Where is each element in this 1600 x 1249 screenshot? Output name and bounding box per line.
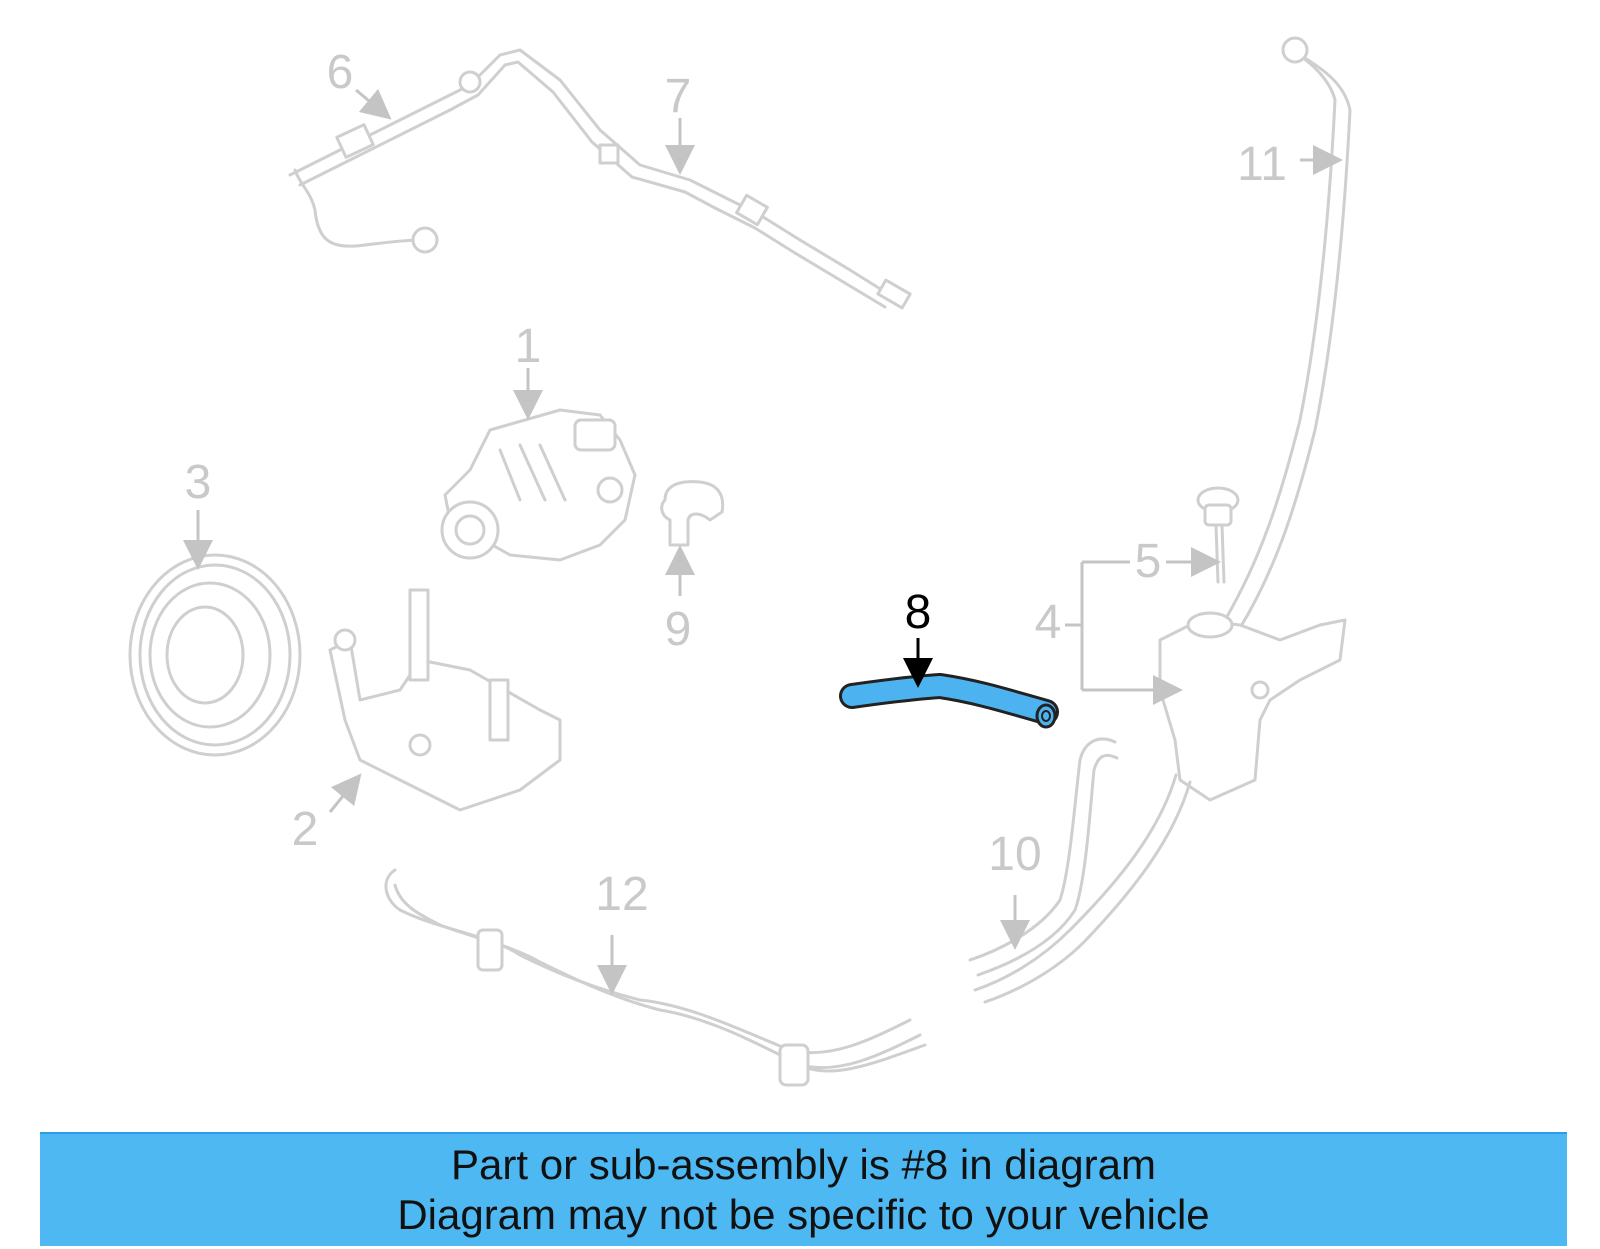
part-8-hose-highlighted[interactable] <box>839 673 1059 729</box>
callout-1: 1 <box>515 320 542 373</box>
part-11-return-line[interactable] <box>1223 36 1352 630</box>
callout-11: 11 <box>1237 138 1287 191</box>
banner-line-part: Part or sub-assembly is #8 in diagram <box>451 1141 1156 1188</box>
part-3-pulley[interactable] <box>128 553 302 757</box>
part-2-pump-bracket[interactable] <box>328 588 562 812</box>
part-6-pressure-hose[interactable] <box>288 48 912 310</box>
callout-3: 3 <box>185 456 212 509</box>
callout-6-arrow <box>355 88 392 120</box>
callout-12: 12 <box>595 868 648 921</box>
callout-4-bracket <box>1065 562 1084 690</box>
callout-5: 5 <box>1135 535 1162 588</box>
part-5-reservoir-cap[interactable] <box>1196 486 1240 584</box>
callout-2: 2 <box>292 803 319 856</box>
banner-line-disclaimer: Diagram may not be specific to your vehi… <box>397 1191 1210 1238</box>
callout-6: 6 <box>327 46 354 99</box>
part-4-reservoir[interactable] <box>1158 611 1347 802</box>
part-12-cooler-lines[interactable] <box>384 868 927 1087</box>
part-1-steering-pump[interactable] <box>440 408 637 562</box>
callout-8: 8 <box>905 586 932 639</box>
callout-2-arrow <box>328 773 362 813</box>
callout-7: 7 <box>665 70 692 123</box>
callout-9: 9 <box>665 603 692 656</box>
callout-4: 4 <box>1035 596 1062 649</box>
callout-10: 10 <box>988 828 1041 881</box>
info-banner: Part or sub-assembly is #8 in diagram Di… <box>40 1132 1567 1246</box>
part-9-elbow-fitting[interactable] <box>660 480 725 547</box>
